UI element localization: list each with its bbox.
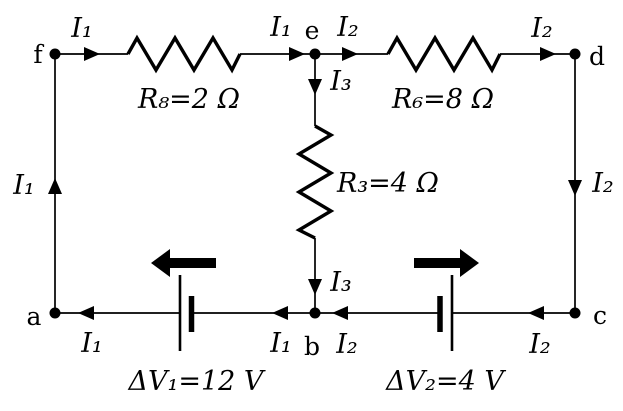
- current-label-i1-before-e: I₁: [269, 12, 292, 43]
- current-arrow-i2-out-of-c: [528, 306, 544, 320]
- current-label-i1-left-of-b: I₁: [269, 328, 292, 359]
- resistor-r3: [295, 124, 335, 240]
- current-label-i2-right-wire: I₂: [591, 168, 614, 199]
- resistor-r8: [126, 34, 242, 74]
- node-label-b: b: [304, 332, 320, 361]
- current-label-i2-right-of-b: I₂: [335, 329, 358, 360]
- node-dot-f: [49, 48, 61, 60]
- node-label-c: c: [593, 301, 607, 330]
- current-arrow-i1-into-a: [78, 306, 94, 320]
- node-dot-c: [569, 307, 581, 319]
- current-label-i3-below-e: I₃: [329, 66, 352, 97]
- current-label-i2-near-c: I₂: [528, 329, 551, 360]
- label-v1: ΔV₁=12 V: [128, 366, 266, 397]
- emf-arrow-v2-head: [460, 249, 479, 277]
- current-arrow-i2-into-d: [540, 47, 556, 61]
- current-arrow-i2-right-wire-down: [568, 180, 582, 196]
- current-label-i1-top-left: I₁: [70, 13, 93, 44]
- current-label-i1-left-wire: I₁: [12, 170, 35, 201]
- current-arrows: [48, 47, 582, 320]
- battery-v1: [151, 249, 216, 351]
- battery-v2: [414, 249, 479, 351]
- current-label-i2-before-d: I₂: [530, 13, 553, 44]
- node-label-f: f: [33, 40, 44, 69]
- label-r8: R₈=2 Ω: [137, 84, 240, 115]
- label-r6: R₆=8 Ω: [391, 84, 494, 115]
- current-arrow-i1-left-of-b: [272, 306, 288, 320]
- emf-arrow-v1-head: [151, 249, 170, 277]
- node-label-a: a: [27, 302, 42, 331]
- current-arrow-i1-left-wire-up: [48, 178, 62, 194]
- current-arrow-i3-into-b: [308, 279, 322, 295]
- current-label-i1-near-a: I₁: [80, 328, 103, 359]
- current-arrow-i3-below-e: [308, 79, 322, 95]
- label-r3: R₃=4 Ω: [336, 168, 439, 199]
- node-dot-b: [309, 307, 321, 319]
- current-arrow-i1-top-left: [84, 47, 100, 61]
- node-dot-a: [49, 307, 61, 319]
- node-label-e: e: [305, 16, 320, 45]
- current-arrow-i1-into-e: [289, 47, 305, 61]
- node-dot-e: [309, 48, 321, 60]
- current-label-i2-after-e: I₂: [336, 12, 359, 43]
- resistor-r6: [386, 34, 502, 74]
- label-v2: ΔV₂=4 V: [385, 366, 506, 397]
- current-arrow-i2-out-of-e: [342, 47, 358, 61]
- node-dot-d: [569, 48, 581, 60]
- current-label-i3-above-b: I₃: [329, 267, 352, 298]
- current-arrow-i2-into-b: [332, 306, 348, 320]
- node-label-d: d: [589, 42, 605, 71]
